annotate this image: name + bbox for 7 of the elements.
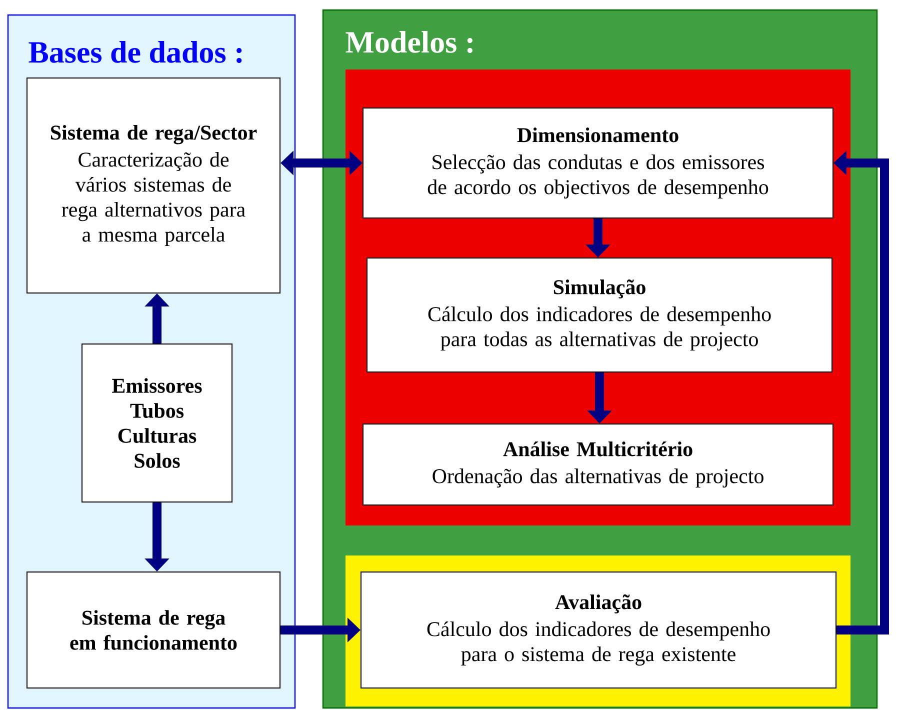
text-box: Simulação Cálculo dos indicadores de desempenho para todas as alternativas de projecto: [366, 258, 832, 372]
text-box: Avaliação Cálculo dos indicadores de desempenho para o sistema de rega existente: [360, 572, 836, 688]
text-box: Sistema de rega em funcionamento: [26, 572, 280, 688]
text-box: Dimensionamento Selecção das condutas e dos emissores de acordo os objectivos de desempenho: [362, 108, 834, 218]
text-box: Emissores Tubos Culturas Solos: [82, 344, 232, 502]
text-box: Sistema de rega/Sector Caracterização de vários sistemas de rega alternativos para a mesma parcela: [26, 78, 280, 294]
text-box: Análise Multicritério Ordenação das alternativas de projecto: [362, 424, 834, 506]
